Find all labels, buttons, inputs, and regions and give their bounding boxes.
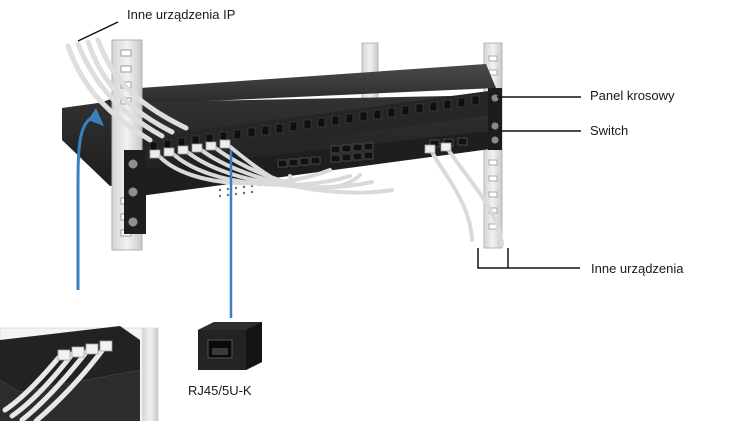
label-other-devices: Inne urządzenia	[591, 261, 684, 276]
label-ip-devices: Inne urządzenia IP	[127, 7, 236, 22]
label-patch-panel: Panel krosowy	[590, 88, 675, 103]
rack-ears-left	[124, 150, 146, 234]
patch-cables	[156, 143, 504, 247]
rj45-keystone-icon	[198, 322, 262, 370]
inset-photo	[0, 326, 159, 424]
cable-plugs	[149, 139, 452, 159]
ip-cable-bundle	[65, 37, 189, 143]
front-rack-rail-right	[488, 88, 502, 150]
blue-pointer-arrow	[76, 108, 233, 318]
label-switch: Switch	[590, 123, 629, 138]
callout-lines	[77, 21, 581, 269]
label-keystone-module: RJ45/5U-K	[188, 383, 252, 398]
